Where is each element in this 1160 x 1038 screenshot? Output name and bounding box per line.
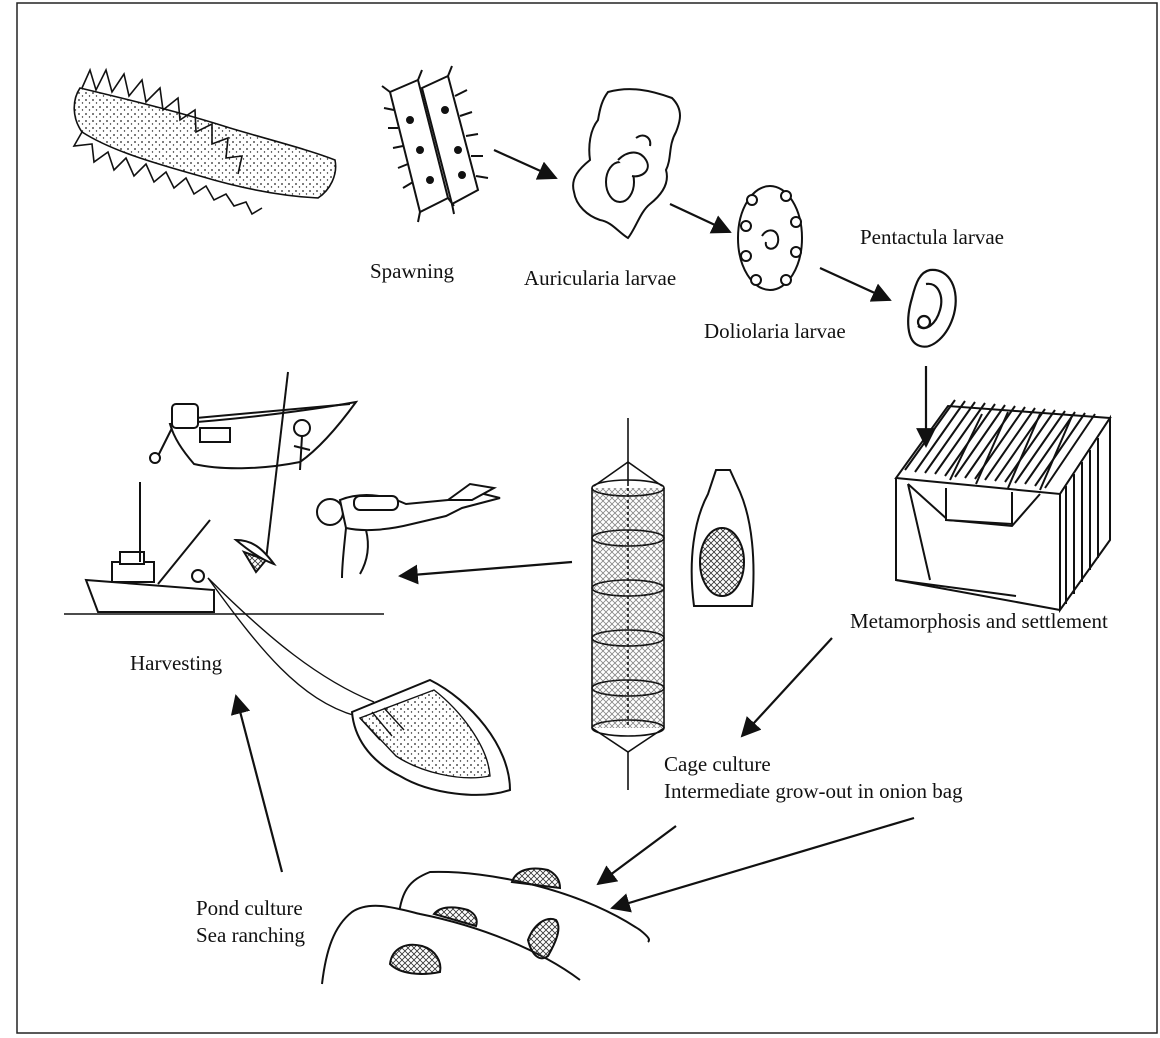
settlement-plates-illustration — [896, 400, 1110, 610]
arrow-settlement-to-cage — [742, 638, 832, 736]
label-cage-culture: Cage culture Intermediate grow-out in on… — [664, 751, 963, 806]
label-auricularia-larvae: Auricularia larvae — [524, 265, 676, 292]
label-pond-culture-line1: Pond culture — [196, 895, 305, 922]
arrow-cage-to-harvest — [400, 562, 572, 576]
doliolaria-larva-illustration — [738, 186, 802, 290]
label-pond-culture-line2: Sea ranching — [196, 922, 305, 949]
arrow-bag-to-pond — [612, 818, 914, 908]
hanging-cage-illustration — [592, 418, 664, 790]
arrow-doliolaria-to-pentactula — [820, 268, 890, 300]
pentactula-larva-illustration — [908, 270, 956, 347]
pond-rocks-illustration — [322, 869, 649, 985]
arrow-auricularia-to-doliolaria — [670, 204, 730, 232]
arrow-cage-to-pond — [598, 826, 676, 884]
label-pond-culture: Pond culture Sea ranching — [196, 895, 305, 950]
spawning-illustration — [382, 66, 488, 222]
label-metamorphosis-settlement: Metamorphosis and settlement — [850, 608, 1108, 635]
onion-bag-illustration — [692, 470, 754, 606]
diver-illustration — [317, 484, 500, 578]
label-harvesting: Harvesting — [130, 650, 222, 677]
rowboat-illustration — [150, 372, 356, 572]
label-spawning: Spawning — [370, 258, 454, 285]
label-doliolaria-larvae: Doliolaria larvae — [704, 318, 846, 345]
arrow-spawning-to-auricularia — [494, 150, 556, 178]
arrow-pond-to-harvest — [236, 696, 282, 872]
auricularia-larva-illustration — [573, 89, 680, 238]
label-pentactula-larvae: Pentactula larvae — [860, 224, 1004, 251]
label-cage-culture-line1: Cage culture — [664, 751, 963, 778]
adult-sea-cucumber-illustration — [74, 70, 336, 214]
label-cage-culture-line2: Intermediate grow-out in onion bag — [664, 778, 963, 805]
